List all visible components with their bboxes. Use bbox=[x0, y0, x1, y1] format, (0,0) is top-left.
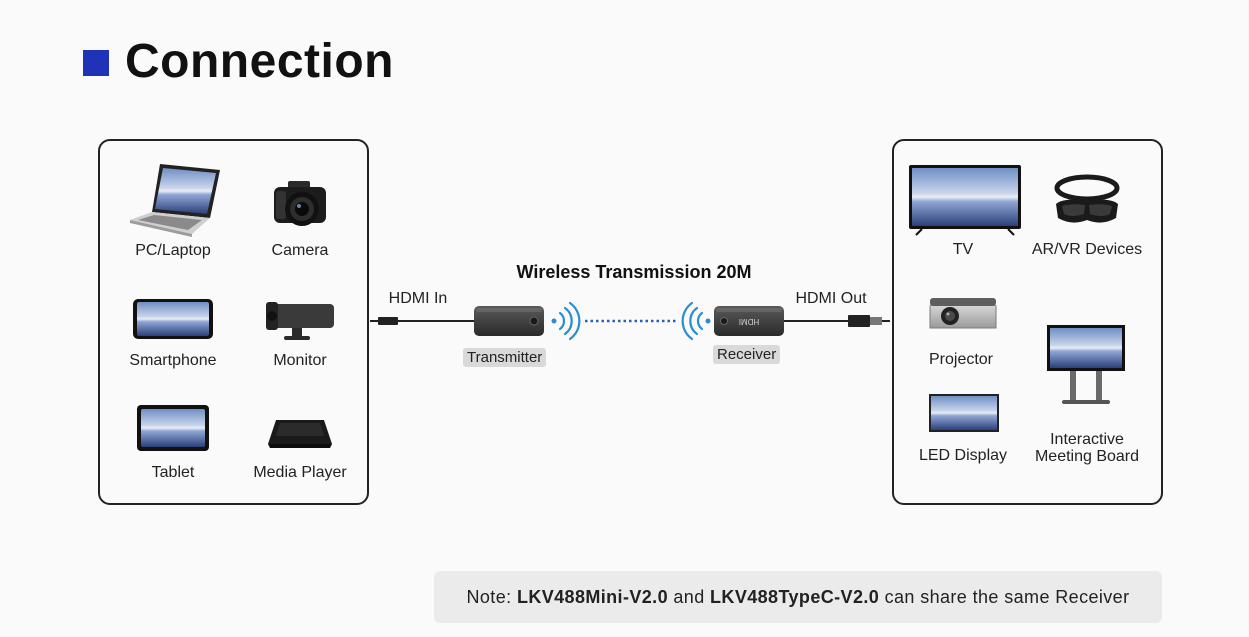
monitor-camera-icon bbox=[266, 302, 334, 340]
note-model-b: LKV488TypeC-V2.0 bbox=[710, 587, 880, 607]
transmitter-device bbox=[474, 306, 544, 336]
source-label-tablet: Tablet bbox=[151, 464, 195, 481]
receiver-label-box: Receiver bbox=[713, 345, 781, 364]
media-player-icon bbox=[268, 420, 332, 448]
transmitter-label-box: Transmitter bbox=[463, 348, 547, 367]
source-label-monitor: Monitor bbox=[273, 352, 327, 369]
display-label-meeting-board-line1: Interactive bbox=[1050, 431, 1124, 448]
wireless-title: Wireless Transmission 20M bbox=[516, 262, 752, 282]
hdmi-in-label: HDMI In bbox=[388, 290, 448, 307]
laptop-icon bbox=[130, 164, 220, 237]
compatibility-note: Note: LKV488Mini-V2.0 and LKV488TypeC-V2… bbox=[434, 571, 1162, 623]
note-prefix: Note: bbox=[466, 587, 517, 607]
source-label-pc-laptop: PC/Laptop bbox=[135, 242, 211, 259]
hdmi-out-plug bbox=[848, 315, 870, 327]
transmitter-label: Transmitter bbox=[463, 348, 547, 367]
display-label-led-display: LED Display bbox=[918, 447, 1008, 464]
hdmi-in-plug bbox=[378, 317, 398, 325]
display-label-tv: TV bbox=[952, 241, 974, 258]
note-joiner: and bbox=[667, 587, 711, 607]
source-label-smartphone: Smartphone bbox=[129, 352, 217, 369]
receiver-label: Receiver bbox=[713, 345, 781, 364]
note-model-a: LKV488Mini-V2.0 bbox=[516, 587, 668, 607]
note-suffix: can share the same Receiver bbox=[879, 587, 1130, 607]
camera-icon bbox=[274, 181, 326, 226]
tv-icon bbox=[909, 165, 1021, 236]
receiver-hdmi-print: HDMI bbox=[739, 317, 759, 326]
source-label-media-player: Media Player bbox=[253, 464, 347, 481]
transmitter-signal-icon bbox=[551, 301, 581, 341]
display-label-meeting-board-line2: Meeting Board bbox=[1034, 448, 1140, 465]
meeting-board-icon bbox=[1047, 325, 1125, 404]
smartphone-icon bbox=[133, 299, 213, 339]
receiver-signal-icon bbox=[681, 301, 711, 341]
source-label-camera: Camera bbox=[271, 242, 329, 259]
display-label-projector: Projector bbox=[928, 351, 994, 368]
vr-headset-icon bbox=[1054, 174, 1120, 223]
wireless-link-diagram: HDMI bbox=[370, 301, 890, 341]
projector-icon bbox=[929, 298, 997, 329]
receiver-device bbox=[714, 306, 784, 336]
tablet-icon bbox=[137, 405, 209, 451]
hdmi-out-label: HDMI Out bbox=[795, 290, 867, 307]
display-label-ar-vr: AR/VR Devices bbox=[1031, 241, 1143, 258]
title-accent-square bbox=[83, 50, 109, 76]
led-display-icon bbox=[929, 394, 999, 432]
page-title: Connection bbox=[125, 35, 394, 88]
